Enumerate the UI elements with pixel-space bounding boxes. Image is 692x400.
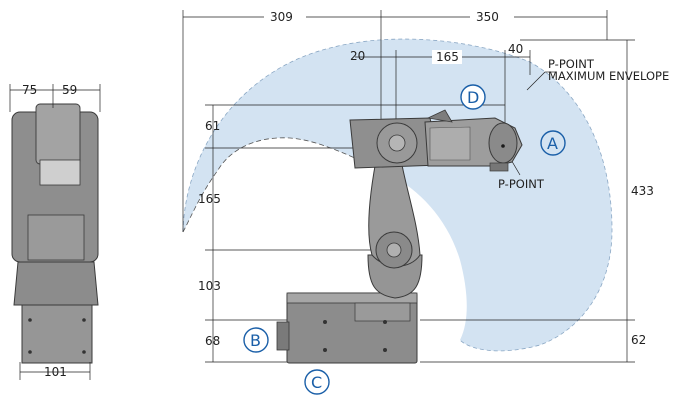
- dim-62: 62: [631, 333, 646, 347]
- callout-b: B: [243, 327, 269, 353]
- side-dim-59: 59: [62, 83, 77, 97]
- dim-433: 433: [631, 184, 654, 198]
- side-dimension-lines: [9, 84, 101, 380]
- dim-40: 40: [508, 42, 523, 56]
- callout-c-letter: C: [311, 373, 322, 392]
- robot-side-view: [11, 103, 99, 364]
- dim-165-horizontal: 165: [436, 50, 459, 64]
- dim-103: 103: [198, 279, 221, 293]
- dim-61: 61: [205, 119, 220, 133]
- dim-20: 20: [350, 49, 365, 63]
- dim-309: 309: [270, 10, 293, 24]
- robot-arm: [349, 109, 523, 299]
- envelope-inner-outline: [182, 137, 391, 233]
- callout-a-letter: A: [547, 134, 558, 153]
- callout-d-letter: D: [467, 88, 479, 107]
- side-dim-101: 101: [44, 365, 67, 379]
- p-point-marker: [501, 144, 505, 148]
- robot-base: [276, 292, 418, 364]
- envelope-outline: [182, 38, 613, 352]
- dim-165-vertical: 165: [198, 192, 221, 206]
- dim-68: 68: [205, 334, 220, 348]
- dim-350: 350: [476, 10, 499, 24]
- callout-a: A: [540, 130, 566, 156]
- callout-b-letter: B: [250, 331, 261, 350]
- envelope-label-line1: P-POINT: [548, 57, 595, 71]
- callout-d: D: [460, 84, 486, 110]
- callout-c: C: [304, 369, 330, 395]
- side-dim-75: 75: [22, 83, 37, 97]
- envelope-label-line2: MAXIMUM ENVELOPE: [548, 69, 669, 83]
- p-point-label: P-POINT: [498, 177, 545, 191]
